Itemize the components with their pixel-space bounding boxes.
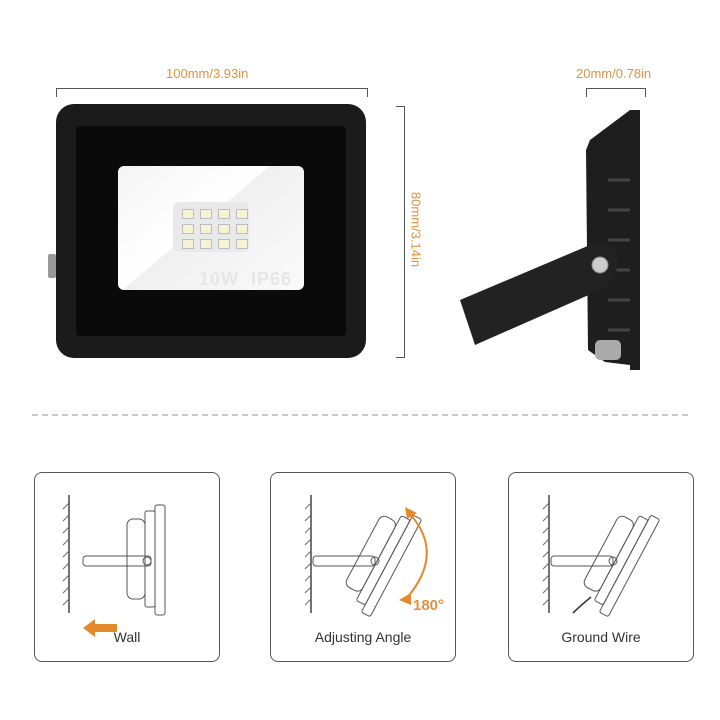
floodlight-side-view bbox=[460, 110, 640, 370]
arrow-left-icon bbox=[83, 619, 117, 637]
depth-dimension-label: 20mm/0.78in bbox=[576, 66, 652, 81]
cable-gland bbox=[48, 254, 56, 278]
section-divider bbox=[32, 414, 688, 416]
ground-wire bbox=[572, 596, 592, 614]
height-dimension-label: 80mm/3.14in bbox=[408, 191, 424, 268]
install-card-wall: Wall bbox=[34, 472, 220, 662]
card-label-wall: Wall bbox=[113, 629, 141, 645]
angle-value: 180° bbox=[413, 597, 445, 614]
width-dimension-label: 100mm/3.93in bbox=[166, 66, 249, 81]
angle-adjust-diagram bbox=[304, 495, 428, 617]
width-bracket bbox=[56, 88, 368, 97]
height-bracket bbox=[396, 106, 405, 358]
card-label-adjusting-angle: Adjusting Angle bbox=[314, 629, 412, 645]
led-chip bbox=[173, 202, 249, 252]
reflector-panel bbox=[118, 166, 304, 290]
ground-wire-diagram bbox=[542, 495, 660, 617]
depth-bracket bbox=[586, 88, 646, 97]
wall-mount-diagram bbox=[62, 495, 166, 616]
install-card-adjusting-angle: 180° Adjusting Angle bbox=[270, 472, 456, 662]
card-label-ground-wire: Ground Wire bbox=[561, 629, 641, 645]
floodlight-front-view: 10W IP66 bbox=[48, 104, 366, 358]
install-card-ground-wire: Ground Wire bbox=[508, 472, 694, 662]
spec-label: 10W IP66 bbox=[198, 269, 292, 289]
